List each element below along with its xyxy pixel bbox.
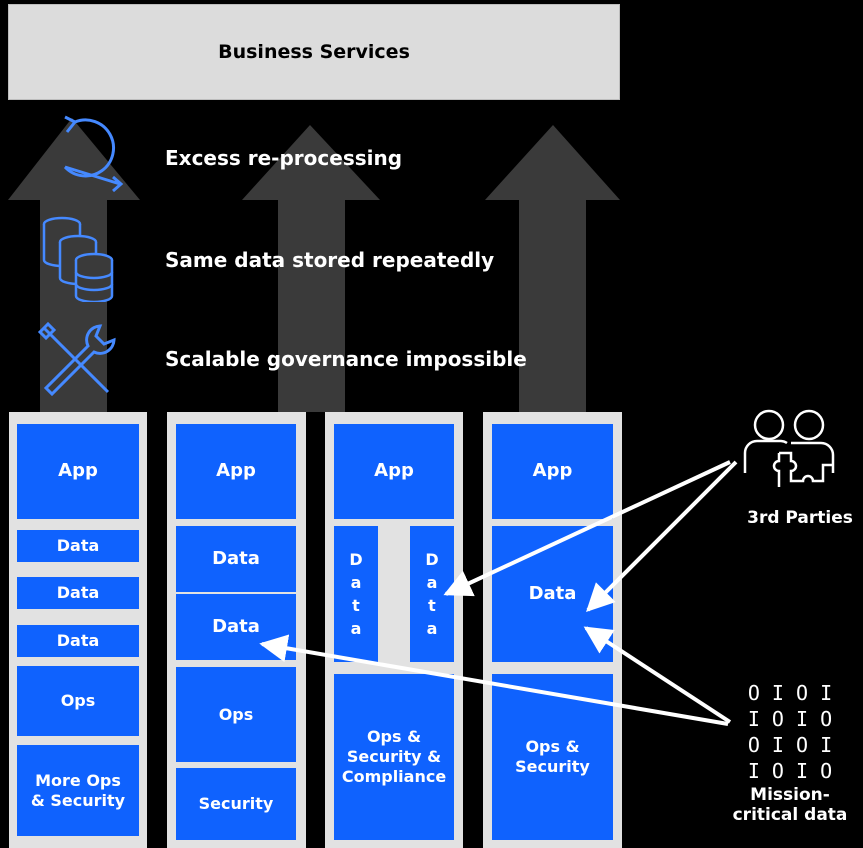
data-letter: D bbox=[349, 549, 363, 569]
issue-governance: Scalable governance impossible bbox=[165, 347, 527, 371]
tools-icon bbox=[38, 322, 116, 397]
arrow-stack-2 bbox=[242, 125, 380, 412]
binary-row: I O I O bbox=[747, 759, 833, 783]
ops-security-compliance-block: Ops & Security & Compliance bbox=[334, 674, 454, 840]
cycle-icon bbox=[63, 115, 124, 193]
data-letter: D bbox=[425, 549, 439, 569]
third-parties-icon bbox=[743, 409, 835, 487]
issue-reprocessing: Excess re-processing bbox=[165, 146, 403, 170]
system-stack-1: App Data Data Data Ops More Ops & Securi… bbox=[9, 412, 147, 848]
arrow-stack-3 bbox=[485, 125, 620, 412]
data-block: Data bbox=[492, 526, 613, 662]
business-services-label: Business Services bbox=[218, 41, 410, 63]
ops-block: Ops bbox=[17, 666, 139, 736]
security-block: Security bbox=[176, 768, 296, 840]
issue-duplicated-data: Same data stored repeatedly bbox=[165, 248, 495, 272]
app-block: App bbox=[17, 424, 139, 519]
data-letter: t bbox=[428, 596, 436, 615]
data-block: Data bbox=[17, 625, 139, 657]
database-stack-icon bbox=[42, 216, 114, 302]
data-letter: a bbox=[426, 619, 438, 639]
binary-data-icon: O I O I I O I O O I O I I O I O bbox=[730, 680, 850, 784]
system-stack-4: App Data Ops & Security bbox=[483, 412, 622, 848]
app-block: App bbox=[176, 424, 296, 519]
app-block: App bbox=[334, 424, 454, 519]
system-stack-3: App D a t a D a t a Ops & Security & Com… bbox=[325, 412, 463, 848]
data-block: Data bbox=[17, 577, 139, 609]
third-parties-label: 3rd Parties bbox=[747, 508, 853, 528]
ops-block: Ops bbox=[176, 667, 296, 762]
data-block: Data bbox=[17, 530, 139, 562]
data-block-right: D a t a bbox=[410, 526, 454, 662]
business-services-banner: Business Services bbox=[8, 4, 620, 100]
security-block: More Ops & Security bbox=[17, 745, 139, 836]
system-stack-2: App Data Data Ops Security bbox=[167, 412, 306, 848]
mission-critical-label: Mission-critical data bbox=[732, 785, 848, 826]
data-block-left: D a t a bbox=[334, 526, 378, 662]
app-block: App bbox=[492, 424, 613, 519]
data-letter: a bbox=[350, 619, 362, 639]
binary-row: I O I O bbox=[747, 707, 833, 731]
data-block: Data bbox=[176, 594, 296, 660]
data-letter: a bbox=[426, 572, 438, 592]
data-letter: a bbox=[350, 572, 362, 592]
data-letter: t bbox=[352, 596, 360, 615]
binary-row: O I O I bbox=[747, 733, 833, 757]
binary-row: O I O I bbox=[747, 681, 833, 705]
ops-security-block: Ops & Security bbox=[492, 674, 613, 840]
data-block: Data bbox=[176, 526, 296, 592]
